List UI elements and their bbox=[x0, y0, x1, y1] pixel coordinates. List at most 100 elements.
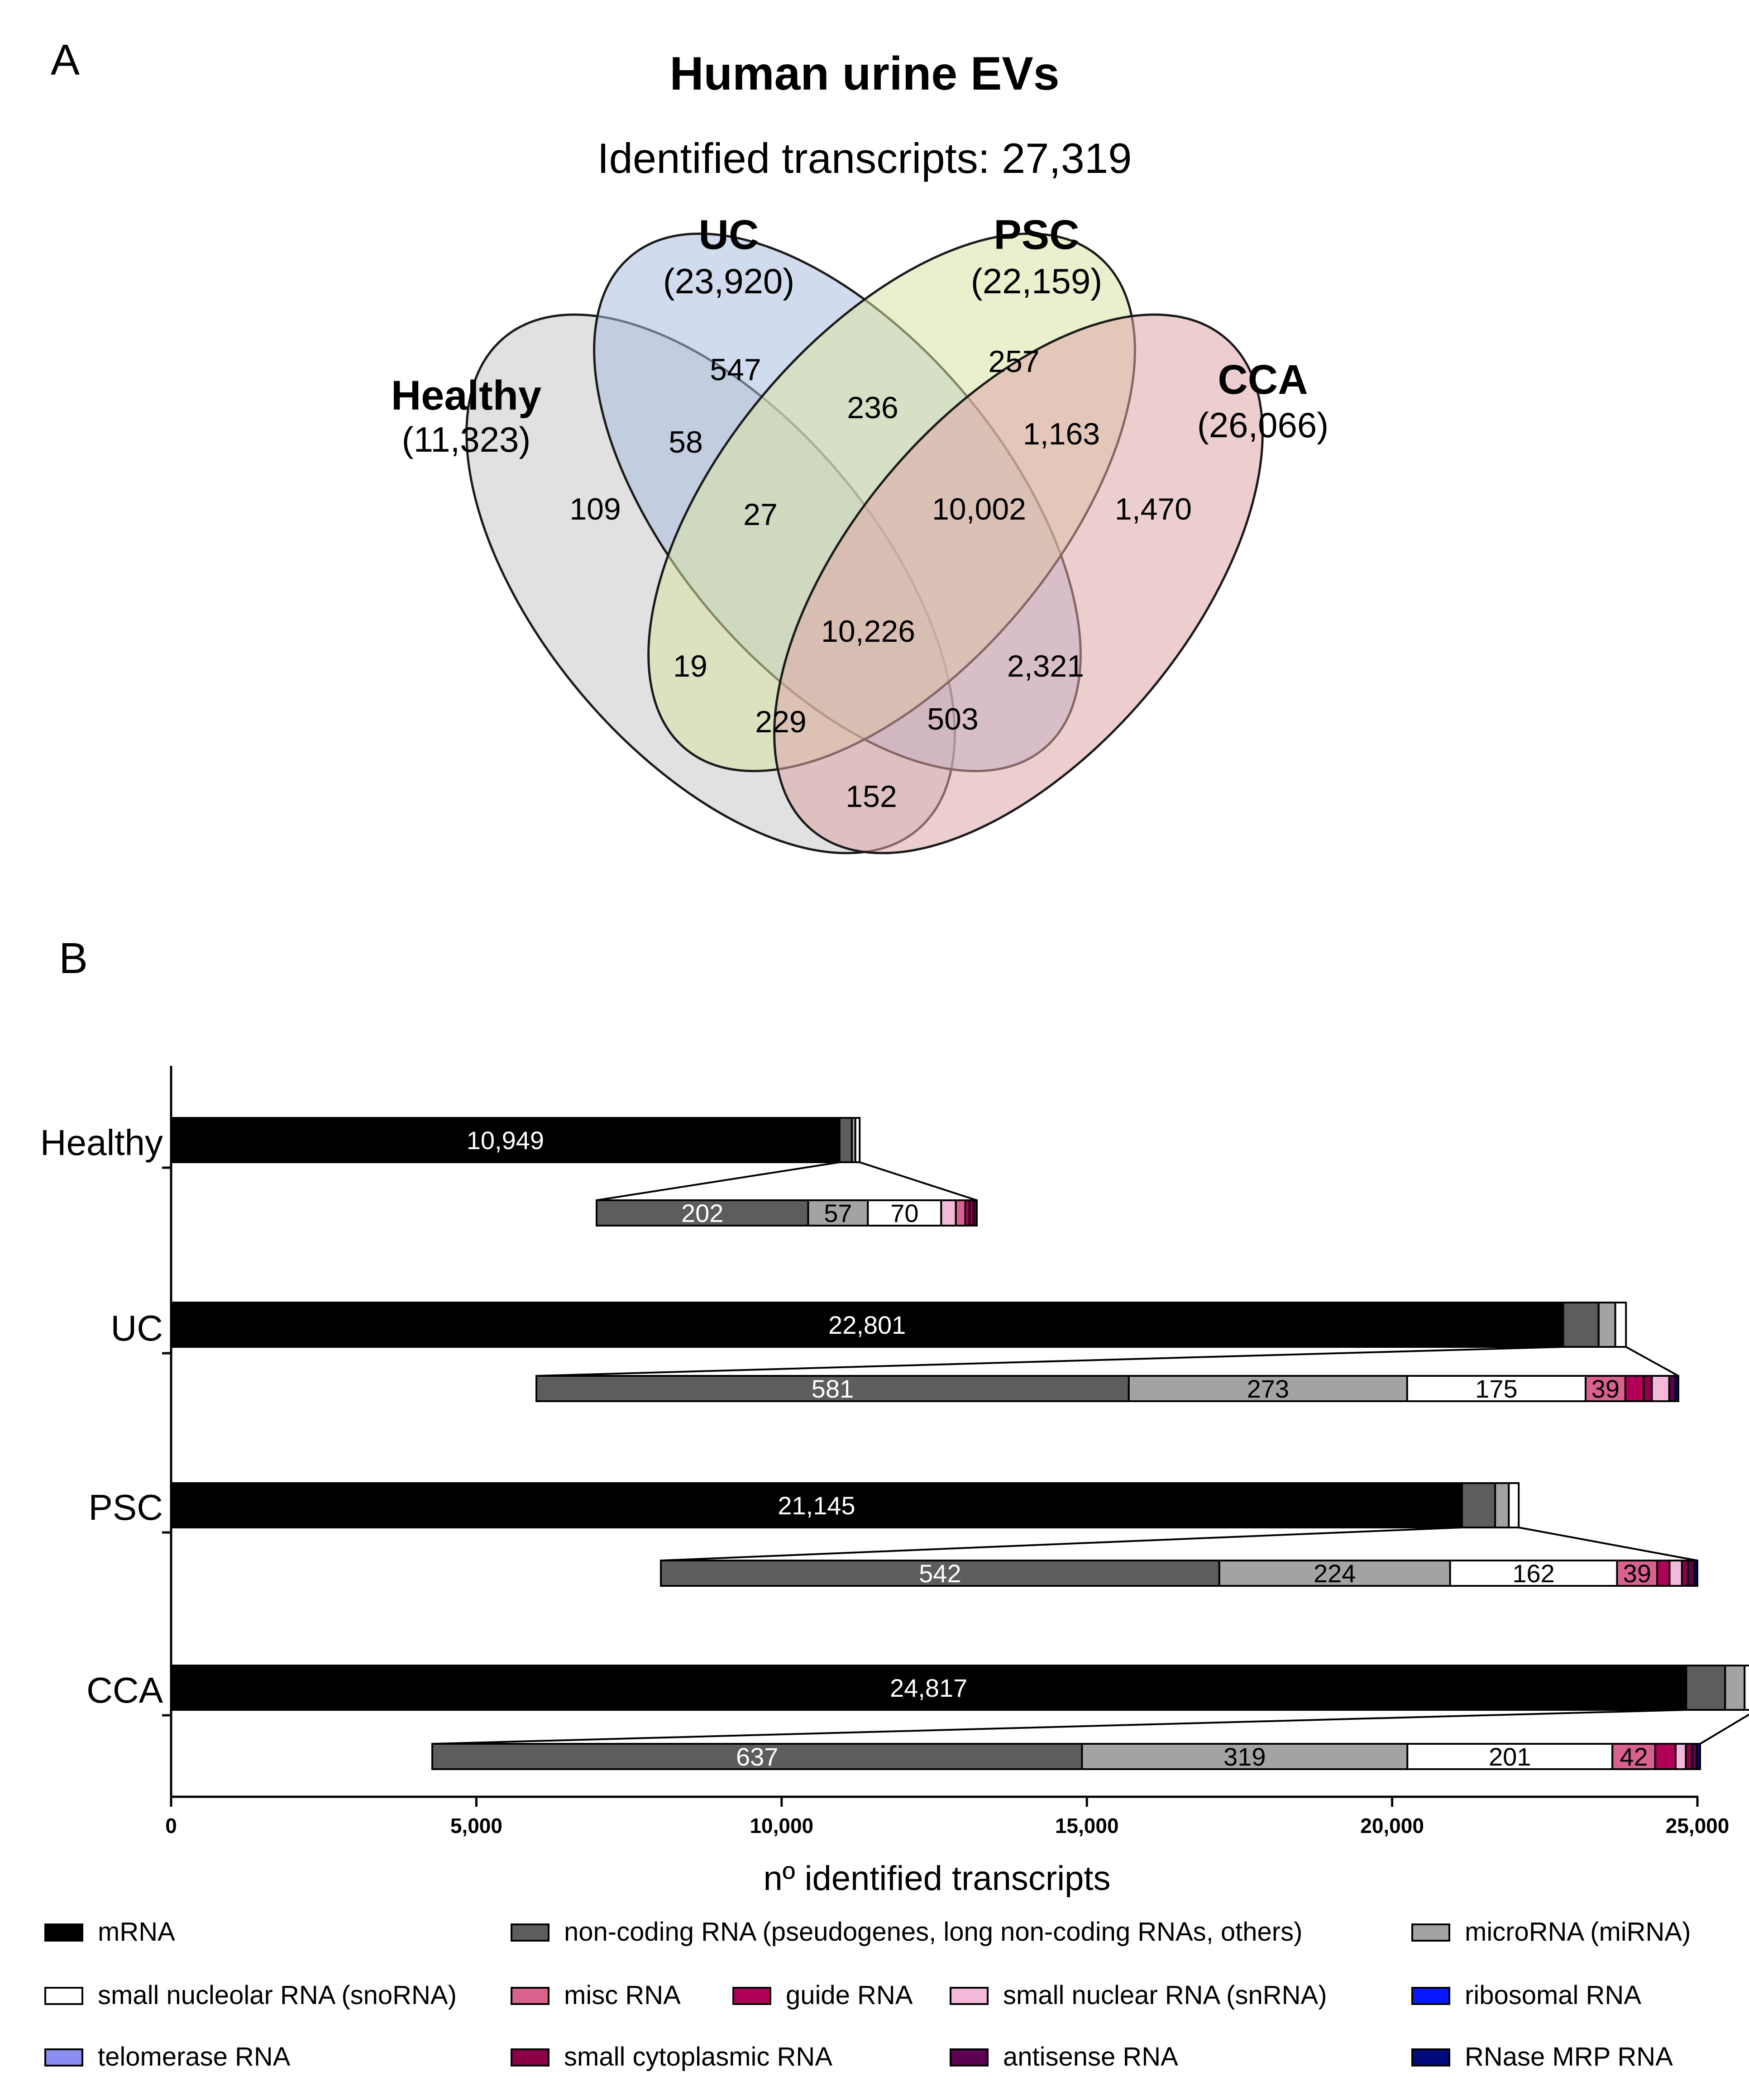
y-category-label: CCA bbox=[86, 1670, 163, 1710]
legend-label: guide RNA bbox=[786, 1981, 913, 2010]
zoom-segment-small-nucleolar-rna-snorna bbox=[1449, 1560, 1618, 1587]
zoom-connector-line bbox=[536, 1346, 1563, 1377]
legend-swatch bbox=[44, 1987, 83, 2005]
legend-swatch bbox=[511, 1987, 550, 2005]
legend-swatch bbox=[1411, 2048, 1450, 2067]
zoom-value-label: 42 bbox=[1620, 1742, 1648, 1771]
venn-region-uc-psc: 236 bbox=[847, 391, 898, 425]
zoom-segment-antisense-rna bbox=[973, 1199, 978, 1227]
venn-set-count-healthy: (11,323) bbox=[402, 420, 531, 459]
bar-value-label: 21,145 bbox=[778, 1491, 855, 1520]
zoom-segment-misc-rna bbox=[955, 1199, 966, 1227]
bar-segment-microrna-mirna bbox=[1494, 1482, 1510, 1528]
bar-segment-mrna bbox=[170, 1482, 1463, 1528]
zoom-value-label: 39 bbox=[1591, 1375, 1620, 1403]
zoom-segment-guide-rna bbox=[1656, 1560, 1671, 1587]
zoom-segment-small-nuclear-rna-snrna bbox=[1668, 1560, 1683, 1587]
bar-value-label: 10,949 bbox=[467, 1126, 544, 1155]
bar-segment-non-coding-rna-pseudogenes-long-non-coding-rnas-others bbox=[1562, 1302, 1600, 1348]
zoom-value-label: 581 bbox=[812, 1375, 854, 1403]
zoom-connector-line bbox=[859, 1161, 977, 1201]
legend-item-microrna-mirna: microRNA (miRNA) bbox=[1411, 1917, 1691, 1947]
venn-set-name-healthy: Healthy bbox=[391, 372, 541, 419]
venn-region-uc-psc-cca: 10,002 bbox=[932, 492, 1026, 526]
legend-swatch bbox=[950, 1987, 989, 2005]
zoom-connector-line bbox=[1625, 1346, 1679, 1377]
zoom-value-label: 70 bbox=[890, 1199, 918, 1227]
venn-set-count-uc: (23,920) bbox=[663, 261, 795, 301]
bar-value-label: 24,817 bbox=[890, 1674, 967, 1702]
zoom-segment-misc-rna bbox=[1611, 1743, 1656, 1770]
legend-label: small cytoplasmic RNA bbox=[564, 2042, 832, 2071]
zoom-segment-non-coding-rna-pseudogenes-long-non-coding-rnas-others bbox=[596, 1199, 809, 1227]
venn-region-uc-only: 547 bbox=[710, 353, 761, 387]
zoom-segment-rnase-mrp-rna bbox=[1674, 1375, 1679, 1402]
bar-segment-small-nucleolar-rna-snorna bbox=[854, 1117, 861, 1163]
bar-segment-microrna-mirna bbox=[1724, 1665, 1746, 1711]
zoom-connector-line bbox=[660, 1527, 1462, 1561]
venn-set-count-psc: (22,159) bbox=[971, 261, 1103, 301]
legend-label: RNase MRP RNA bbox=[1465, 2042, 1673, 2071]
venn-region-healthy-uc-cca: 503 bbox=[927, 702, 978, 736]
panel-a-letter: A bbox=[51, 36, 80, 84]
zoom-value-label: 39 bbox=[1623, 1559, 1651, 1588]
zoom-segment-small-nuclear-rna-snrna bbox=[940, 1199, 957, 1227]
bar-segment-small-nucleolar-rna-snorna bbox=[1508, 1482, 1520, 1528]
zoom-value-label: 202 bbox=[681, 1199, 723, 1227]
x-tick-label: 10,000 bbox=[750, 1814, 813, 1838]
zoom-segment-rnase-mrp-rna bbox=[1696, 1743, 1701, 1770]
legend-swatch bbox=[44, 1923, 83, 1942]
venn-region-healthy-psc-cca: 229 bbox=[755, 705, 806, 739]
venn-region-cca-only: 1,470 bbox=[1115, 492, 1192, 526]
bar-segment-microrna-mirna bbox=[1597, 1302, 1616, 1348]
legend-label: small nucleolar RNA (snoRNA) bbox=[98, 1981, 457, 2010]
bar-segment-small-nucleolar-rna-snorna bbox=[1744, 1665, 1749, 1711]
zoom-segment-non-coding-rna-pseudogenes-long-non-coding-rnas-others bbox=[660, 1560, 1220, 1587]
zoom-segment-antisense-rna bbox=[1668, 1375, 1677, 1402]
bar-segment-mrna bbox=[170, 1665, 1687, 1711]
venn-region-healthy-cca: 152 bbox=[846, 779, 897, 814]
zoom-segment-small-nuclear-rna-snrna bbox=[1674, 1743, 1687, 1770]
x-tick-label: 25,000 bbox=[1666, 1814, 1730, 1838]
venn-ellipses bbox=[465, 232, 1264, 854]
legend-item-rnase-mrp-rna: RNase MRP RNA bbox=[1411, 2042, 1673, 2071]
legend-item-ribosomal-rna: ribosomal RNA bbox=[1411, 1981, 1641, 2010]
legend-swatch bbox=[950, 2048, 989, 2067]
zoom-connector-line bbox=[596, 1161, 840, 1201]
legend-item-non-coding-rna-pseudogenes-long-non-coding-rnas-others: non-coding RNA (pseudogenes, long non-co… bbox=[511, 1917, 1302, 1947]
zoom-segment-guide-rna bbox=[1654, 1743, 1677, 1770]
x-tick-label: 0 bbox=[165, 1814, 177, 1838]
legend-item-mrna: mRNA bbox=[44, 1917, 175, 1947]
legend-item-guide-rna: guide RNA bbox=[732, 1981, 913, 2010]
legend-label: misc RNA bbox=[564, 1981, 681, 2010]
zoom-connector-line bbox=[1518, 1527, 1698, 1561]
zoom-value-label: 542 bbox=[919, 1559, 961, 1588]
zoom-connector-line bbox=[1699, 1713, 1749, 1745]
legend: mRNA non-coding RNA (pseudogenes, long no… bbox=[44, 1917, 1691, 2071]
x-axis-title: nº identified transcripts bbox=[763, 1859, 1110, 1898]
x-tick-label: 15,000 bbox=[1055, 1814, 1119, 1838]
zoom-value-label: 162 bbox=[1512, 1559, 1554, 1588]
venn-region-healthy-only: 109 bbox=[569, 492, 621, 526]
bar-segment-non-coding-rna-pseudogenes-long-non-coding-rnas-others bbox=[1685, 1665, 1726, 1711]
legend-item-antisense-rna: antisense RNA bbox=[950, 2042, 1178, 2071]
venn-region-healthy-psc: 19 bbox=[673, 649, 707, 683]
venn-set-name-cca: CCA bbox=[1218, 357, 1308, 403]
legend-item-telomerase-rna: telomerase RNA bbox=[44, 2042, 291, 2071]
legend-swatch bbox=[1411, 1923, 1450, 1942]
bar-segment-mrna bbox=[170, 1302, 1564, 1348]
zoom-segment-small-cytoplasmic-rna bbox=[1643, 1375, 1653, 1402]
bar-value-label: 22,801 bbox=[828, 1311, 906, 1339]
zoom-segment-small-nuclear-rna-snrna bbox=[1651, 1375, 1670, 1402]
zoom-value-label: 224 bbox=[1314, 1559, 1356, 1588]
zoom-segment-microrna-mirna bbox=[807, 1199, 869, 1227]
legend-label: small nuclear RNA (snRNA) bbox=[1003, 1981, 1327, 2010]
legend-item-small-cytoplasmic-rna: small cytoplasmic RNA bbox=[511, 2042, 832, 2071]
venn-region-healthy-uc: 58 bbox=[669, 425, 703, 459]
legend-label: microRNA (miRNA) bbox=[1465, 1917, 1691, 1947]
